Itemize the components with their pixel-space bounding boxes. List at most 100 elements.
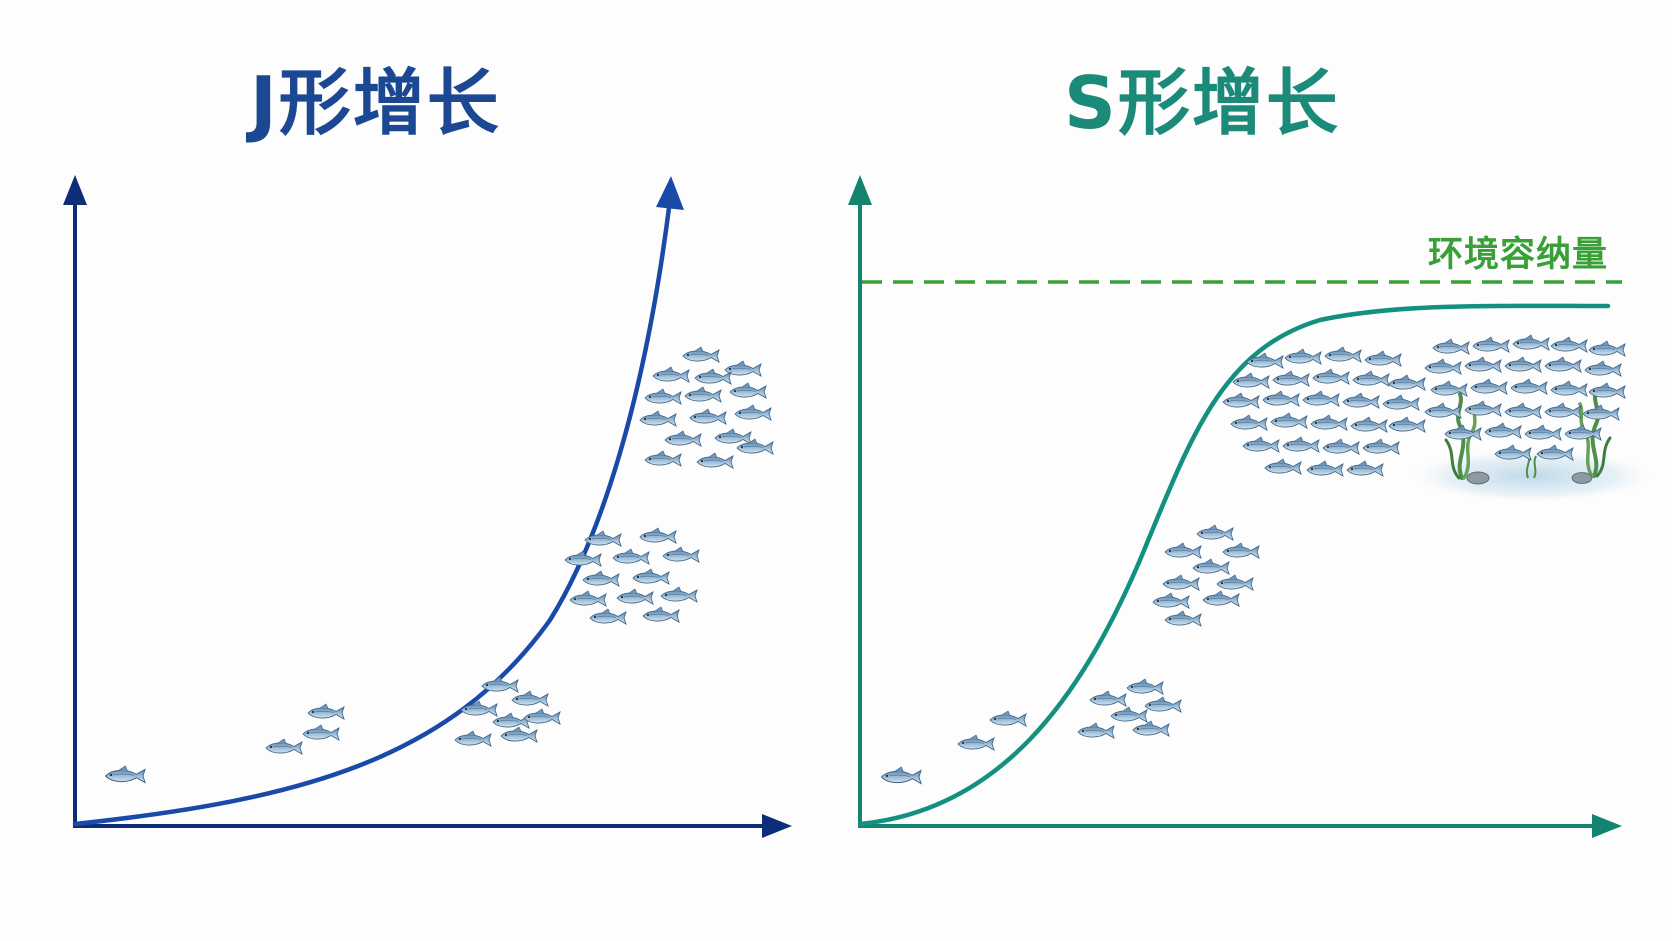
s-fish-habitat-group <box>1412 334 1652 502</box>
fish-icon <box>1077 722 1115 739</box>
fish-icon <box>1464 356 1502 373</box>
fish-icon <box>1362 438 1400 455</box>
pebble-icon <box>1571 472 1593 484</box>
fish-icon <box>664 430 702 447</box>
fish-icon <box>1364 350 1402 367</box>
fish-icon <box>696 452 734 469</box>
j-x-axis-arrow <box>762 814 792 838</box>
fish-icon <box>481 676 519 693</box>
fish-icon <box>1312 368 1350 385</box>
j-y-axis-arrow <box>63 175 87 205</box>
fish-icon <box>1089 690 1127 707</box>
s-y-axis-arrow <box>848 175 872 205</box>
fish-icon <box>1126 678 1164 695</box>
fish-icon <box>644 450 682 467</box>
fish-icon <box>1550 380 1588 397</box>
fish-icon <box>957 734 995 751</box>
fish-icon <box>1544 356 1582 373</box>
fish-icon <box>1424 402 1462 419</box>
fish-icon <box>1270 412 1308 429</box>
fish-icon <box>1282 436 1320 453</box>
fish-icon <box>511 690 549 707</box>
fish-icon <box>1192 558 1230 575</box>
fish-icon <box>616 588 654 605</box>
fish-icon <box>265 738 303 755</box>
j-fish-group-5 <box>639 346 774 469</box>
fish-icon <box>1346 460 1384 477</box>
pebble-icon <box>1466 471 1490 485</box>
j-chart <box>63 175 792 838</box>
fish-icon <box>523 708 561 725</box>
fish-icon <box>1432 338 1470 355</box>
fish-icon <box>682 346 720 363</box>
fish-icon <box>632 568 670 585</box>
fish-icon <box>1162 574 1200 591</box>
fish-icon <box>694 368 732 385</box>
fish-icon <box>660 586 698 603</box>
fish-icon <box>1262 390 1300 407</box>
s-fish-group-5 <box>1222 346 1426 477</box>
fish-icon <box>1588 340 1626 357</box>
fish-icon <box>1544 402 1582 419</box>
j-curve-arrow <box>656 176 684 210</box>
s-x-axis-arrow <box>1592 814 1622 838</box>
fish-icon <box>1144 696 1182 713</box>
s-chart <box>848 175 1652 838</box>
fish-icon <box>1504 402 1542 419</box>
carrying-capacity-label: 环境容纳量 <box>1428 235 1609 275</box>
water-wash <box>1412 450 1652 502</box>
fish-icon <box>500 726 538 743</box>
fish-icon <box>1350 416 1388 433</box>
fish-icon <box>1152 592 1190 609</box>
fish-icon <box>1582 404 1620 421</box>
fish-icon <box>1310 414 1348 431</box>
fish-icon <box>652 366 690 383</box>
fish-icon <box>639 410 677 427</box>
fish-icon <box>1264 458 1302 475</box>
j-growth-title: J形增长 <box>250 61 501 145</box>
fish-icon <box>1230 414 1268 431</box>
fish-icon <box>1232 372 1270 389</box>
fish-icon <box>642 606 680 623</box>
fish-icon <box>639 527 677 544</box>
fish-icon <box>1164 610 1202 627</box>
j-growth-curve <box>72 197 673 827</box>
s-fish-group-1 <box>880 766 922 785</box>
fish-icon <box>582 570 620 587</box>
s-growth-title: S形增长 <box>1064 61 1340 145</box>
fish-icon <box>1322 438 1360 455</box>
fish-icon <box>1342 392 1380 409</box>
j-fish-group-4 <box>564 527 700 625</box>
fish-icon <box>644 388 682 405</box>
fish-icon <box>1472 336 1510 353</box>
fish-icon <box>1464 400 1502 417</box>
fish-icon <box>589 608 627 625</box>
fish-icon <box>492 712 530 729</box>
fish-icon <box>880 766 922 785</box>
fish-icon <box>736 438 774 455</box>
fish-icon <box>1222 542 1260 559</box>
fish-icon <box>104 765 146 784</box>
fish-icon <box>1388 374 1426 391</box>
fish-icon <box>1306 460 1344 477</box>
fish-icon <box>1584 360 1622 377</box>
fish-icon <box>1222 392 1260 409</box>
fish-icon <box>1202 590 1240 607</box>
fish-icon <box>454 730 492 747</box>
fish-icon <box>1132 720 1170 737</box>
fish-icon <box>1510 378 1548 395</box>
fish-icon <box>729 382 767 399</box>
fish-icon <box>1424 358 1462 375</box>
fish-icon <box>302 724 340 741</box>
fish-icon <box>684 386 722 403</box>
fish-icon <box>564 550 602 567</box>
fish-icon <box>1388 416 1426 433</box>
s-fish-group-3 <box>1077 678 1182 739</box>
fish-icon <box>1484 422 1522 439</box>
fish-icon <box>1284 348 1322 365</box>
fish-icon <box>1164 542 1202 559</box>
fish-icon <box>1470 378 1508 395</box>
j-fish-group-3 <box>454 676 561 747</box>
